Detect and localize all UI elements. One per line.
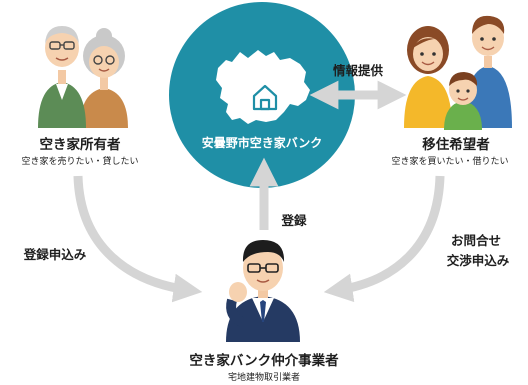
flow-inquiry-line1: お問合せ (450, 233, 501, 248)
center-title: 安曇野市空き家バンク (201, 136, 323, 150)
flow-info-label: 情報提供 (332, 63, 383, 78)
seekers-subtitle: 空き家を買いたい・借りたい (391, 157, 509, 167)
flow-register-label: 登録 (281, 213, 307, 228)
flow-inquiry-line2: 交渉申込み (446, 253, 510, 268)
arrow-owner-to-broker (73, 175, 203, 303)
elderly-couple-illustration (38, 26, 128, 128)
seekers-title: 移住希望者 (422, 137, 490, 153)
family-illustration (404, 15, 512, 130)
broker-subtitle: 宅地建物取引業者 (227, 373, 300, 383)
owners-title: 空き家所有者 (39, 137, 121, 153)
flow-owner-apply-label: 登録申込み (23, 247, 87, 262)
arrow-seeker-to-broker (323, 175, 445, 303)
house-icon (252, 84, 278, 111)
businessman-illustration (226, 240, 300, 342)
owners-subtitle: 空き家を売りたい・貸したい (21, 157, 139, 167)
broker-title: 空き家バンク仲介事業者 (189, 353, 339, 369)
